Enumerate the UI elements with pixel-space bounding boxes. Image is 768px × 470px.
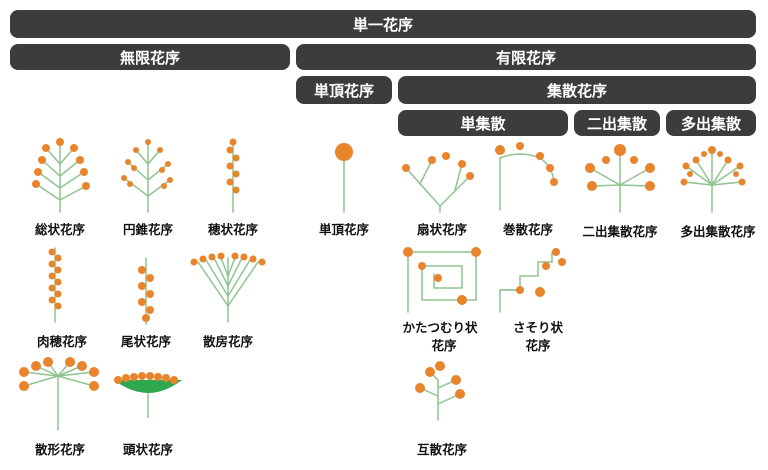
rhipidium-diagram xyxy=(405,159,471,213)
header-pleiochasium: 多出集散 xyxy=(666,110,756,136)
scorpioid-cyme-diagram xyxy=(499,251,553,313)
header-definite-inflorescence: 有限花序 xyxy=(296,44,756,70)
header-indefinite-inflorescence: 無限花序 xyxy=(10,44,290,70)
label-alternate: 互散花序 xyxy=(416,442,468,457)
label-pleiochasial-cyme: 多出集散花序 xyxy=(680,224,756,239)
dichasial-cyme-diagram xyxy=(589,149,651,213)
label-rhipidium: 扇状花序 xyxy=(416,222,468,237)
label-catkin: 尾状花序 xyxy=(120,334,172,349)
header-solitary-inflorescence: 単頂花序 xyxy=(296,76,392,104)
raceme-diagram xyxy=(35,144,87,213)
panicle-diagram xyxy=(123,144,171,213)
header-single-inflorescence: 単一花序 xyxy=(10,10,756,38)
header-dichasium: 二出集散 xyxy=(574,110,660,136)
label-scorpioid-line2: 花序 xyxy=(525,338,551,353)
label-corymb: 散房花序 xyxy=(202,334,254,349)
label-solitary: 単頂花序 xyxy=(318,222,370,237)
helicoid-cyme-diagram xyxy=(407,251,477,313)
label-capitulum: 頭状花序 xyxy=(122,442,174,457)
label-scorpioid-line1: さそり状 xyxy=(512,320,564,335)
label-helicoid-line2: 花序 xyxy=(431,338,457,353)
header-cymose-inflorescence: 集散花序 xyxy=(398,76,756,104)
label-spike: 穂状花序 xyxy=(207,222,259,237)
capitulum-diagram xyxy=(114,380,182,418)
label-cincinnus: 巻散花序 xyxy=(502,222,554,237)
label-panicle: 円錐花序 xyxy=(122,222,174,237)
umbel-diagram xyxy=(23,361,95,431)
cincinnus-diagram xyxy=(499,153,555,211)
label-dichasial-cyme: 二出集散花序 xyxy=(582,224,658,239)
label-umbel: 散形花序 xyxy=(34,442,86,457)
label-raceme: 総状花序 xyxy=(34,222,86,237)
corymb-diagram xyxy=(197,257,259,323)
pleiochasial-cyme-diagram xyxy=(683,149,743,213)
label-spadix: 肉穂花序 xyxy=(36,334,88,349)
header-monochasium: 単集散 xyxy=(398,110,568,136)
label-helicoid-line1: かたつむり状 xyxy=(402,320,478,335)
